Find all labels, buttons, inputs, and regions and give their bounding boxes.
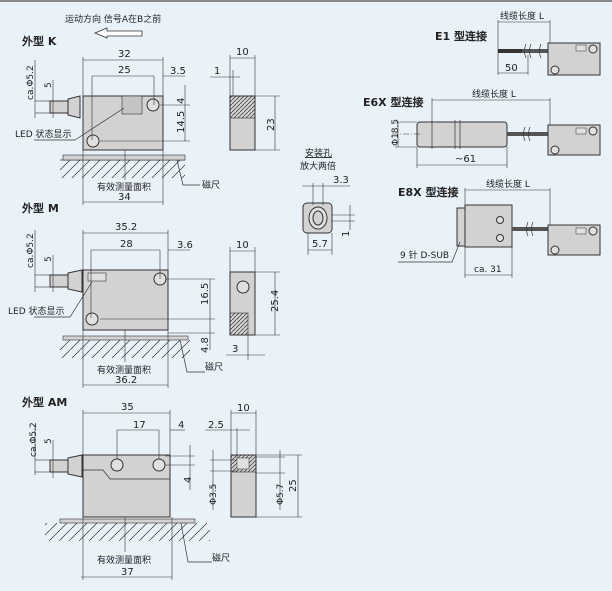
stripped-wires: [498, 49, 522, 53]
dim-edge: 3.5: [170, 66, 186, 77]
dim-area-width: 37: [121, 567, 134, 578]
dim-side-offset: 3: [232, 344, 238, 355]
scale-label: 磁尺: [202, 179, 220, 191]
dim-side-width: 10: [237, 403, 250, 414]
dim-width: 32: [118, 49, 131, 60]
type-m-title: 外型 M: [21, 201, 59, 215]
dsub-connector: [464, 204, 513, 248]
dim-side-width: 10: [236, 47, 249, 58]
motion-direction-label: 运动方向 信号A在B之前: [65, 13, 161, 25]
e1-cable-length: 线缆长度 L: [500, 10, 544, 22]
type-am-title: 外型 AM: [21, 395, 67, 409]
scale-label: 磁尺: [212, 552, 230, 564]
area-label: 有效测量面积: [97, 554, 151, 566]
dim-gap: 4.8: [200, 337, 211, 353]
dim-cable-offset: 5: [44, 82, 54, 88]
ground-hatch: [60, 160, 185, 178]
dim-area-width: 36.2: [115, 375, 137, 386]
e1-title: E1 型连接: [435, 29, 487, 43]
dsub-label: 9 针 D-SUB: [400, 249, 449, 261]
dim-cable-offset: 5: [44, 438, 54, 444]
type-am-drawing: 外型 AM 35 17 4 4 ca.Φ5.2 5 有效测量面积 37 磁尺 1: [21, 395, 302, 580]
led-indicator: [87, 272, 107, 282]
dim-side-width: 10: [236, 240, 249, 251]
dim-edge: 4: [178, 420, 184, 431]
e8x-cable-length: 线缆长度 L: [486, 178, 530, 190]
e6x-connection: E6X 型连接 线缆长度 L Φ18.5 ~61: [363, 88, 601, 168]
dim-cable-dia: ca.Φ5.2: [26, 233, 36, 268]
dim-height: 23: [266, 118, 277, 131]
dim-width: 35: [121, 402, 134, 413]
dim-mount-c: 1: [341, 231, 352, 237]
dim-head-dia: Φ5.7: [276, 484, 286, 505]
e6x-title: E6X 型连接: [363, 95, 423, 109]
e1-connection: E1 型连接 线缆长度 L 50: [435, 10, 601, 76]
screw-icon: [146, 98, 160, 112]
dim-mount-a: 3.3: [333, 175, 349, 186]
dim-hole-top: 4: [176, 98, 187, 104]
top-border: [0, 0, 612, 2]
dim-dsub-length: ca. 31: [474, 265, 502, 275]
dim-area-width: 34: [118, 192, 131, 203]
dim-hole-spacing: 16.5: [200, 283, 211, 305]
dim-side-gap: 1: [214, 66, 220, 77]
scale-label: 磁尺: [205, 361, 223, 373]
led-label: LED 状态显示: [15, 128, 72, 140]
dim-cable-offset: 5: [44, 256, 54, 262]
dim-hole-pitch: 17: [133, 420, 146, 431]
dim-connector-length: ~61: [455, 154, 476, 165]
dim-side-edge: 2.5: [208, 420, 224, 431]
dim-hole-spacing: 14.5: [176, 111, 187, 133]
dim-height: 25: [288, 479, 299, 492]
area-label: 有效测量面积: [97, 364, 151, 376]
type-k-drawing: 外型 K 32 25 3.5 4 14.5 ca.Φ5.2 5 LED 状态显示…: [15, 34, 280, 205]
dim-width: 35.2: [115, 222, 137, 233]
e8x-title: E8X 型连接: [398, 185, 458, 199]
m12-connector: [416, 121, 508, 148]
magnetic-scale: [62, 154, 186, 161]
direction-arrow-icon: [93, 27, 143, 39]
dim-height: 25.4: [270, 290, 281, 312]
dim-connector-dia: Φ18.5: [391, 119, 401, 146]
magnetic-scale: [59, 518, 196, 524]
screw-icon: [86, 134, 100, 148]
type-k-title: 外型 K: [21, 34, 57, 48]
area-label: 有效测量面积: [97, 181, 151, 193]
dim-hole-dia: Φ3.5: [209, 484, 219, 505]
screw-icon: [85, 312, 99, 326]
dim-cable-dia: ca.Φ5.2: [26, 65, 36, 100]
screw-icon: [110, 458, 124, 472]
type-m-drawing: 外型 M 35.2 28 3.6 16.5 4.8 ca.Φ5.2 5 LED …: [8, 201, 281, 388]
e8x-connection: E8X 型连接 线缆长度 L 9 针 D-SUB ca. 31: [398, 178, 601, 278]
dim-mount-b: 5.7: [312, 239, 328, 250]
e6x-cable-length: 线缆长度 L: [472, 88, 516, 100]
dim-edge: 3.6: [177, 240, 193, 251]
magnetic-scale: [62, 335, 189, 341]
dim-cable-dia: ca.Φ5.2: [29, 422, 39, 457]
screw-icon: [236, 280, 250, 294]
dim-strip-length: 50: [505, 63, 518, 74]
mount-hole-title: 安装孔: [305, 147, 332, 159]
dim-hole-offset: 4: [183, 477, 194, 483]
led-indicator: [121, 95, 143, 115]
dim-hole-pitch: 28: [120, 239, 133, 250]
mount-hole-subtitle: 放大两倍: [300, 160, 336, 172]
led-label: LED 状态显示: [8, 305, 65, 317]
mount-hole-detail: 安装孔 放大两倍 3.3 5.7 1: [300, 147, 355, 255]
dim-hole-pitch: 25: [118, 65, 131, 76]
screw-icon: [152, 458, 166, 472]
